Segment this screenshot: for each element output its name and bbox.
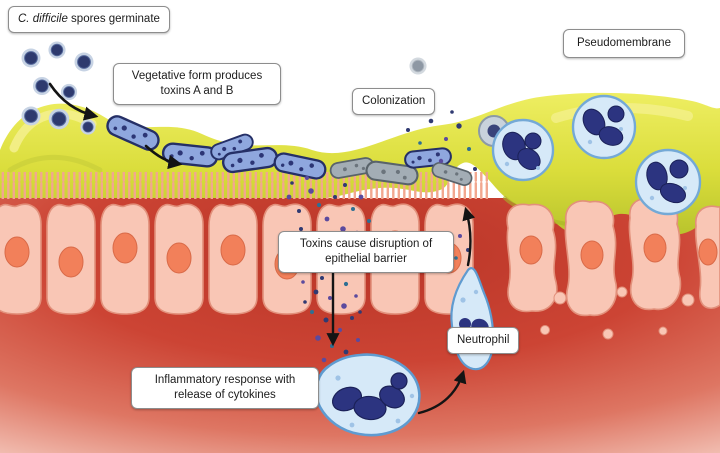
spores-germinate-text: spores germinate	[67, 13, 160, 25]
neutrophil-text: Neutrophil	[457, 334, 510, 346]
arrow-to-pseudomembrane	[462, 206, 476, 267]
neutrophil-cell	[314, 353, 421, 437]
damaged-epithelial-cells	[506, 198, 720, 340]
label-toxin-disruption: Toxins cause disruption of epithelial ba…	[278, 231, 454, 273]
arrow-spores-to-vegetative	[48, 82, 99, 121]
label-colonization: Colonization	[352, 88, 436, 115]
toxin-disruption-text: Toxins cause disruption of epithelial ba…	[299, 238, 433, 265]
label-vegetative-toxins: Vegetative form produces toxins A and B	[113, 63, 281, 105]
label-inflammatory-response: Inflammatory response with release of cy…	[131, 367, 319, 409]
inflammatory-text: Inflammatory response with release of cy…	[154, 374, 296, 401]
pseudomembrane-text: Pseudomembrane	[577, 37, 671, 49]
flow-arrows	[48, 82, 476, 415]
vegetative-text: Vegetative form produces toxins A and B	[131, 70, 263, 97]
pseudomembrane-cells	[478, 94, 702, 216]
arrow-vegetative-spread	[144, 144, 183, 170]
label-pseudomembrane: Pseudomembrane	[563, 29, 685, 58]
label-neutrophil: Neutrophil	[447, 327, 520, 354]
cdiff-species-italic: C. difficile	[18, 13, 68, 25]
label-spores-germinate: C. difficile spores germinate	[8, 6, 170, 33]
colonization-text: Colonization	[362, 95, 426, 107]
arrow-neutrophil-migration	[417, 369, 467, 415]
